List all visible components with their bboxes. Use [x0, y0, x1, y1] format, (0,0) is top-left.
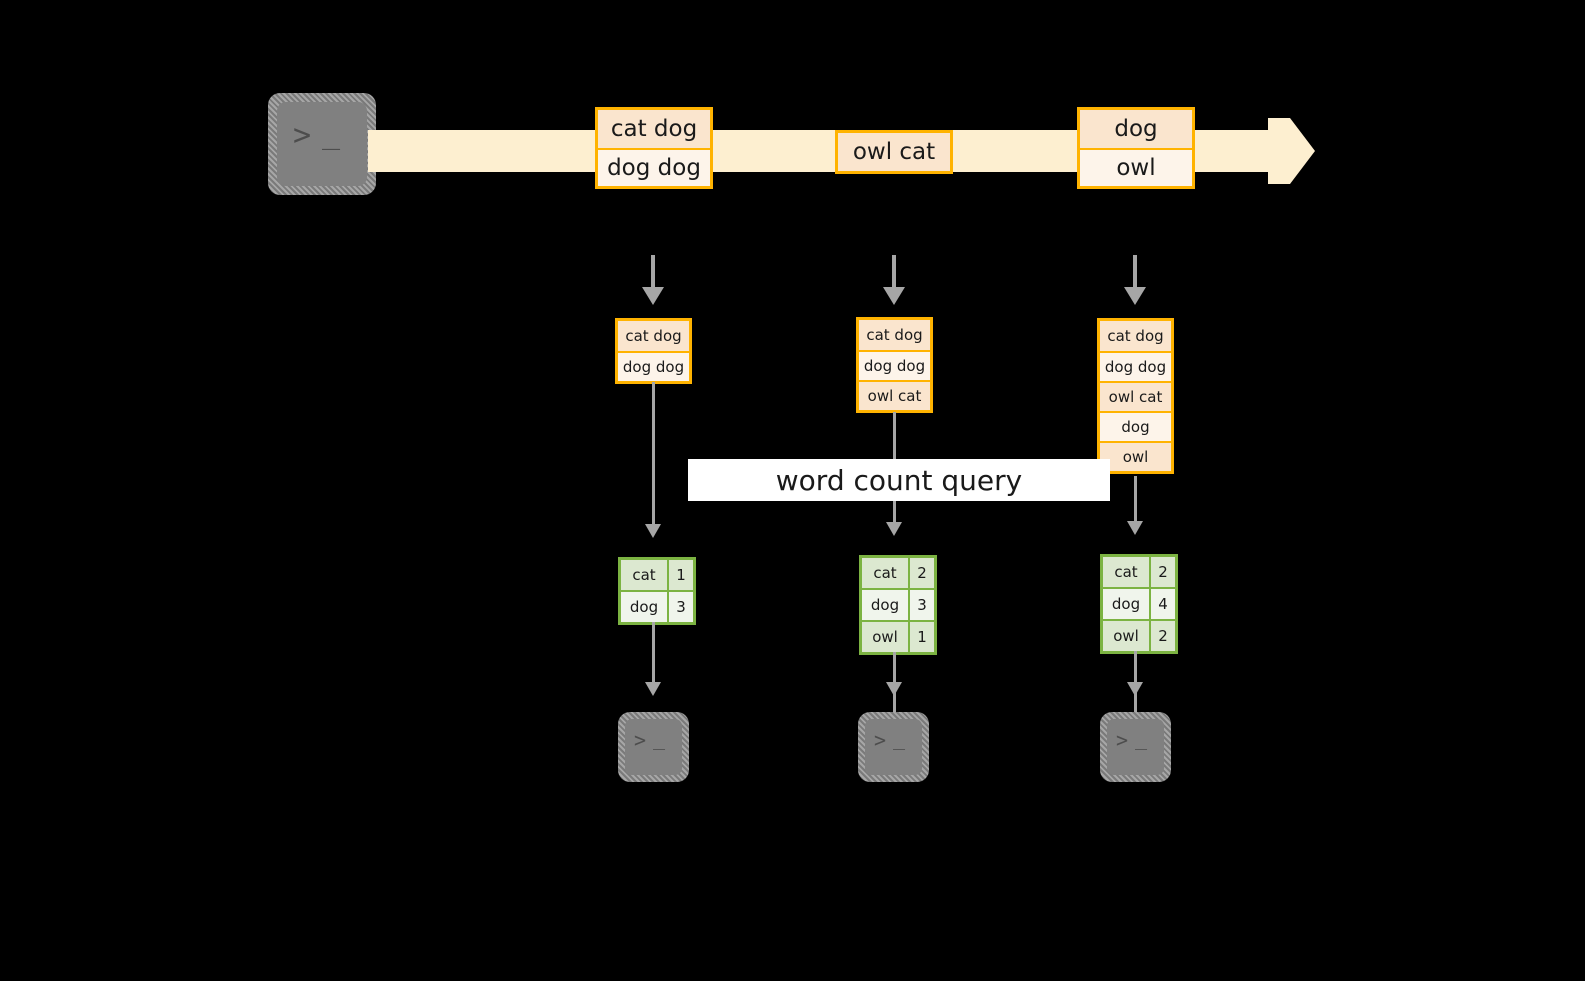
accumulated-record-line: cat dog: [1100, 321, 1171, 351]
stream-record-line: owl cat: [838, 133, 950, 171]
sink-terminal-prompt-glyph: >: [1116, 728, 1129, 752]
source-terminal-screen: [277, 102, 367, 186]
column-3-tap-arrowhead-icon: [1124, 287, 1146, 305]
column-2-tap-dashed-line: [892, 255, 896, 287]
source-terminal-cursor-glyph: _: [322, 116, 341, 151]
stream-arrow-head-base: [1268, 118, 1290, 184]
column-1-sink-arrowhead-icon: [645, 682, 661, 696]
result-word-cell: dog: [1103, 589, 1149, 619]
accumulated-record-line: owl: [1100, 441, 1171, 471]
table-row: owl 1: [862, 620, 934, 652]
query-banner-label: word count query: [775, 463, 1023, 497]
sink-terminal-screen: [1107, 719, 1164, 775]
column-3-query-arrowhead-icon: [1127, 521, 1143, 535]
column-1-result-table[interactable]: cat 1 dog 3: [618, 557, 696, 625]
accumulated-record-line: dog dog: [618, 351, 689, 381]
result-word-cell: dog: [621, 592, 667, 622]
table-row: dog 3: [862, 588, 934, 620]
stream-record-line: dog dog: [598, 148, 710, 186]
column-2-sink-arrowhead-icon: [886, 682, 902, 696]
stream-arrow-head-icon: [1290, 118, 1315, 184]
column-1-query-connector-line: [652, 382, 655, 526]
accumulated-record-line: owl cat: [1100, 381, 1171, 411]
table-row: cat 1: [621, 560, 693, 590]
column-1-tap-arrowhead-icon: [642, 287, 664, 305]
sink-terminal-prompt-glyph: >: [874, 728, 887, 752]
result-count-cell: 2: [908, 558, 934, 588]
result-count-cell: 2: [1149, 557, 1175, 587]
stream-record-batch-3[interactable]: dog owl: [1077, 107, 1195, 189]
result-count-cell: 3: [908, 590, 934, 620]
column-1-accumulated-records[interactable]: cat dog dog dog: [615, 318, 692, 384]
source-terminal-icon: > _: [268, 93, 376, 195]
sink-terminal-cursor-glyph: _: [1135, 726, 1148, 750]
column-2-accumulated-records[interactable]: cat dog dog dog owl cat: [856, 317, 933, 413]
accumulated-record-line: dog dog: [1100, 351, 1171, 381]
column-3-tap-dashed-line: [1133, 255, 1137, 287]
stream-record-line: owl: [1080, 148, 1192, 186]
column-1-sink-connector-line: [652, 622, 655, 684]
result-word-cell: cat: [621, 560, 667, 590]
column-1-tap-dashed-line: [651, 255, 655, 287]
result-count-cell: 1: [667, 560, 693, 590]
accumulated-record-line: dog: [1100, 411, 1171, 441]
column-3-query-connector-line: [1134, 476, 1137, 524]
table-row: dog 4: [1103, 587, 1175, 619]
accumulated-record-line: cat dog: [618, 321, 689, 351]
result-count-cell: 2: [1149, 621, 1175, 651]
query-banner: word count query: [688, 459, 1110, 501]
column-2-query-arrowhead-icon: [886, 522, 902, 536]
accumulated-record-line: cat dog: [859, 320, 930, 350]
result-count-cell: 4: [1149, 589, 1175, 619]
result-word-cell: dog: [862, 590, 908, 620]
sink-terminal-cursor-glyph: _: [653, 726, 666, 750]
stream-record-line: dog: [1080, 110, 1192, 148]
sink-terminal-prompt-glyph: >: [634, 728, 647, 752]
column-1-sink-terminal-icon: > _: [618, 712, 689, 782]
table-row: dog 3: [621, 590, 693, 622]
column-2-result-table[interactable]: cat 2 dog 3 owl 1: [859, 555, 937, 655]
column-3-result-table[interactable]: cat 2 dog 4 owl 2: [1100, 554, 1178, 654]
table-row: owl 2: [1103, 619, 1175, 651]
table-row: cat 2: [1103, 557, 1175, 587]
column-3-sink-terminal-icon: > _: [1100, 712, 1171, 782]
result-word-cell: cat: [862, 558, 908, 588]
stream-record-batch-2[interactable]: owl cat: [835, 130, 953, 174]
result-count-cell: 1: [908, 622, 934, 652]
table-row: cat 2: [862, 558, 934, 588]
result-word-cell: cat: [1103, 557, 1149, 587]
column-2-sink-terminal-icon: > _: [858, 712, 929, 782]
stream-record-line: cat dog: [598, 110, 710, 148]
result-word-cell: owl: [1103, 621, 1149, 651]
sink-terminal-screen: [865, 719, 922, 775]
sink-terminal-cursor-glyph: _: [893, 726, 906, 750]
source-terminal-prompt-glyph: >: [293, 118, 312, 153]
column-2-tap-arrowhead-icon: [883, 287, 905, 305]
sink-terminal-screen: [625, 719, 682, 775]
column-3-sink-arrowhead-icon: [1127, 682, 1143, 696]
stream-record-batch-1[interactable]: cat dog dog dog: [595, 107, 713, 189]
column-3-accumulated-records[interactable]: cat dog dog dog owl cat dog owl: [1097, 318, 1174, 474]
result-count-cell: 3: [667, 592, 693, 622]
accumulated-record-line: dog dog: [859, 350, 930, 380]
result-word-cell: owl: [862, 622, 908, 652]
column-1-query-arrowhead-icon: [645, 524, 661, 538]
accumulated-record-line: owl cat: [859, 380, 930, 410]
